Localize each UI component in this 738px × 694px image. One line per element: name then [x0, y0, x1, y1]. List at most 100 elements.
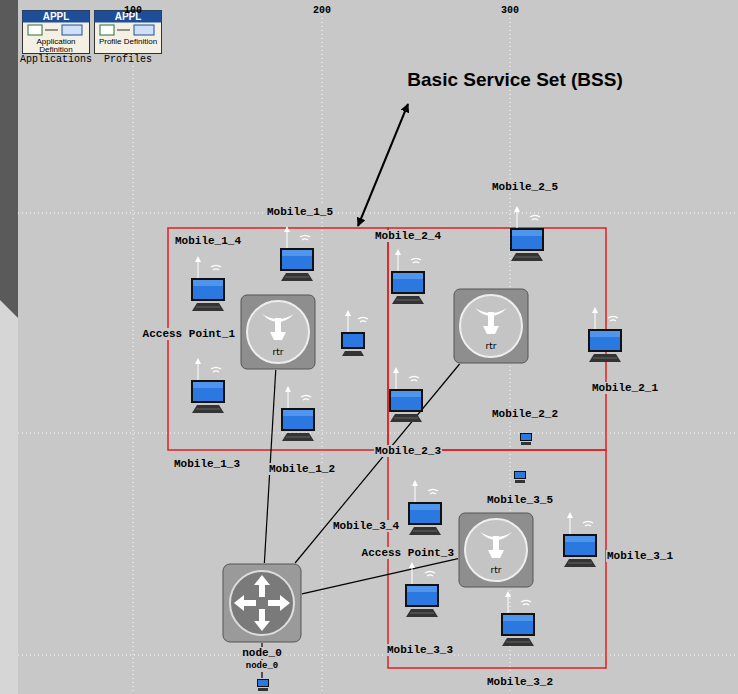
icon-part — [23, 11, 90, 23]
icon-part — [223, 564, 301, 642]
icon-part — [211, 367, 221, 372]
icon-part — [0, 0, 18, 694]
icon-part — [254, 575, 270, 597]
icon-part — [191, 380, 225, 403]
node-icon — [498, 607, 538, 647]
icon-part — [193, 280, 223, 286]
icon-part — [405, 584, 439, 607]
icon-part — [283, 410, 313, 416]
icon-part — [192, 405, 224, 413]
icon-part — [281, 408, 315, 431]
icon-part — [230, 571, 294, 635]
icon-part — [358, 104, 408, 226]
icon-part — [18, 213, 738, 214]
icon-part — [590, 331, 620, 337]
node-icon — [188, 272, 228, 312]
icon-part — [391, 391, 421, 410]
mobile-node: Mobile_3_3 — [402, 578, 442, 618]
icon-part — [241, 295, 315, 369]
icon-part — [192, 303, 224, 311]
icon-part — [301, 395, 311, 400]
icon-part — [590, 331, 620, 350]
icon-part — [322, 14, 323, 694]
icon-part — [428, 489, 438, 494]
node-icon — [507, 222, 547, 262]
node-label: node_0 — [241, 647, 283, 659]
icon-part — [454, 289, 528, 363]
node-label: Applications — [19, 54, 93, 66]
node-label: Mobile_1_2 — [268, 463, 336, 475]
icon-part — [341, 332, 365, 349]
icon-part — [284, 226, 290, 232]
mobile-node: Mobile_2_2 — [519, 432, 533, 446]
icon-part — [134, 25, 154, 35]
icon-part — [23, 11, 90, 54]
icon-part — [520, 433, 532, 441]
icon-part — [503, 615, 533, 634]
node-icon — [256, 678, 268, 690]
icon-part — [286, 437, 310, 438]
icon-part — [254, 609, 270, 631]
router-node: node_0 — [222, 563, 302, 643]
node-label: Mobile_2_2 — [491, 408, 559, 420]
icon-part — [234, 575, 290, 631]
icon-part — [488, 550, 504, 558]
access-point: rtr — [453, 288, 529, 364]
icon-part — [608, 316, 618, 321]
icon-part — [393, 367, 399, 373]
icon-text: rtr — [491, 565, 502, 575]
object-text: Profile Definition — [96, 38, 160, 46]
access-point: Access Point_3rtr — [458, 512, 534, 588]
mobile-node: Mobile_1_3 — [188, 374, 228, 414]
node-label: Mobile_1_3 — [173, 458, 241, 470]
node-icon — [240, 294, 316, 370]
icon-part — [193, 280, 223, 299]
icon-part — [592, 307, 598, 313]
icon-part — [193, 382, 223, 388]
icon-part — [409, 376, 419, 381]
mobile-node: Mobile_3_1 — [560, 528, 600, 568]
icon-part — [393, 273, 423, 279]
icon-part — [0, 300, 18, 694]
icon-part — [410, 613, 434, 614]
icon-part — [493, 536, 499, 550]
node-icon — [388, 265, 428, 305]
mobile-node: Mobile_2_3 — [386, 383, 426, 423]
icon-part — [410, 504, 440, 523]
icon-part — [18, 14, 738, 694]
icon-part — [488, 312, 494, 326]
node-icon — [277, 242, 317, 282]
icon-part — [412, 480, 418, 486]
config-object: APPLApplication DefinitionApplications — [22, 10, 90, 54]
icon-part — [515, 480, 525, 483]
icon-part — [247, 301, 309, 363]
icon-part — [391, 271, 425, 294]
icon-part — [502, 638, 534, 646]
icon-part — [408, 502, 442, 525]
node-label: Mobile_1_4 — [174, 235, 242, 247]
node-label: Mobile_2_3 — [374, 445, 442, 457]
node-icon — [402, 578, 442, 618]
icon-part — [358, 317, 368, 322]
icon-part — [530, 215, 540, 220]
icon-part — [514, 471, 526, 479]
icon-part — [459, 513, 533, 587]
icon-part — [521, 442, 531, 445]
icon-part — [193, 382, 223, 401]
icon-part — [460, 295, 522, 357]
icon-part — [515, 257, 539, 258]
icon-part — [394, 418, 418, 419]
icon-part — [511, 253, 543, 261]
icon-part — [588, 329, 622, 352]
icon-part — [62, 25, 82, 35]
icon-part — [564, 559, 596, 567]
icon-part — [503, 615, 533, 621]
icon-part — [521, 434, 531, 440]
access-point: Access Point_1rtr — [240, 294, 316, 370]
icon-part — [275, 318, 281, 332]
node-icon — [188, 374, 228, 414]
icon-part — [341, 310, 368, 356]
mobile-node: Mobile_2_1 — [585, 323, 625, 363]
mobile-node: Mobile_3_2 — [498, 607, 538, 647]
icon-part — [389, 389, 423, 412]
